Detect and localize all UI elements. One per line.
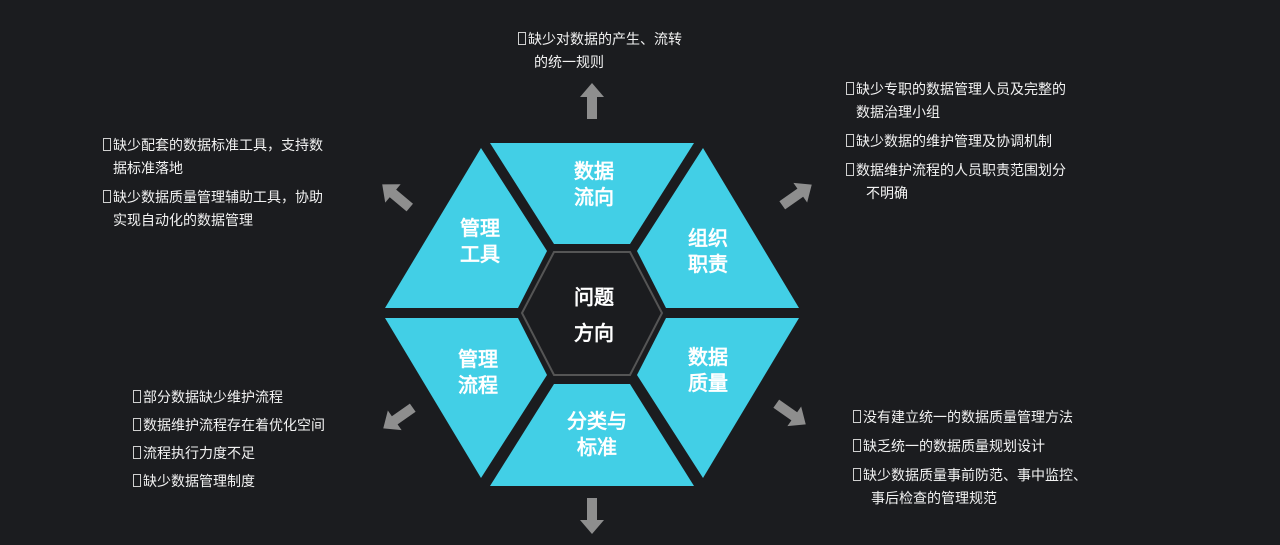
arrow-down-right-icon bbox=[773, 399, 806, 427]
note-text: 缺乏统一的数据质量规划设计 bbox=[863, 439, 1045, 455]
segment-data-quality bbox=[637, 318, 799, 478]
note-item: 缺少数据的维护管理及协调机制 bbox=[846, 131, 1066, 154]
segment-org-duty bbox=[637, 148, 799, 308]
arrow-down-icon bbox=[580, 498, 604, 534]
bullet-box-icon bbox=[133, 390, 141, 403]
notes-lower-right: 没有建立统一的数据质量管理方法 缺乏统一的数据质量规划设计 缺少数据质量事前防范… bbox=[853, 407, 1087, 517]
bullet-box-icon bbox=[103, 138, 111, 151]
bullet-box-icon bbox=[853, 410, 861, 423]
note-item: 没有建立统一的数据质量管理方法 bbox=[853, 407, 1087, 430]
arrow-down-left-icon bbox=[383, 403, 416, 431]
bullet-box-icon bbox=[103, 190, 111, 203]
note-text: 数据维护流程存在着优化空间 bbox=[143, 418, 325, 434]
segment-label: 质量 bbox=[688, 371, 728, 395]
center-label: 方向 bbox=[574, 321, 614, 345]
note-text: 流程执行力度不足 bbox=[143, 446, 255, 462]
bullet-box-icon bbox=[853, 468, 861, 481]
segment-label: 数据 bbox=[574, 159, 614, 183]
note-item: 缺少专职的数据管理人员及完整的 数据治理小组 bbox=[846, 79, 1066, 125]
arrow-up-left-icon bbox=[382, 184, 414, 212]
note-item: 缺少数据管理制度 bbox=[133, 471, 325, 494]
note-item: 流程执行力度不足 bbox=[133, 443, 325, 466]
bullet-box-icon bbox=[846, 134, 854, 147]
note-item: 缺乏统一的数据质量规划设计 bbox=[853, 436, 1087, 459]
note-text: 的统一规则 bbox=[534, 55, 604, 71]
segment-label: 分类与 bbox=[567, 409, 627, 433]
segment-data-flow bbox=[490, 143, 694, 244]
segment-label: 流程 bbox=[458, 373, 498, 397]
notes-upper-left: 缺少配套的数据标准工具，支持数 据标准落地 缺少数据质量管理辅助工具，协助 实现… bbox=[103, 135, 323, 239]
center-label: 问题 bbox=[574, 285, 615, 309]
note-text: 数据维护流程的人员职责范围划分 bbox=[856, 163, 1066, 179]
note-text: 缺少数据质量管理辅助工具，协助 bbox=[113, 190, 323, 206]
note-text: 缺少数据管理制度 bbox=[143, 474, 255, 490]
segment-label: 组织 bbox=[688, 226, 728, 250]
note-text: 缺少专职的数据管理人员及完整的 bbox=[856, 82, 1066, 98]
segment-manage-tools bbox=[385, 148, 547, 308]
segment-label: 数据 bbox=[688, 345, 728, 369]
center-hexagon bbox=[520, 251, 664, 376]
note-item: 部分数据缺少维护流程 bbox=[133, 387, 325, 410]
note-item: 缺少配套的数据标准工具，支持数 据标准落地 bbox=[103, 135, 323, 181]
note-item: 缺少对数据的产生、流转 的统一规则 bbox=[518, 29, 682, 75]
note-text: 没有建立统一的数据质量管理方法 bbox=[863, 410, 1073, 426]
segment-label: 流向 bbox=[574, 185, 614, 209]
bullet-box-icon bbox=[133, 474, 141, 487]
note-item: 缺少数据质量管理辅助工具，协助 实现自动化的数据管理 bbox=[103, 187, 323, 233]
note-item: 数据维护流程存在着优化空间 bbox=[133, 415, 325, 438]
note-item: 缺少数据质量事前防范、事中监控、 事后检查的管理规范 bbox=[853, 465, 1087, 511]
note-text: 数据治理小组 bbox=[856, 105, 940, 121]
bullet-box-icon bbox=[133, 418, 141, 431]
note-text: 事后检查的管理规范 bbox=[871, 491, 997, 507]
notes-top: 缺少对数据的产生、流转 的统一规则 bbox=[518, 29, 682, 81]
note-item: 数据维护流程的人员职责范围划分 不明确 bbox=[846, 160, 1066, 206]
notes-lower-left: 部分数据缺少维护流程 数据维护流程存在着优化空间 流程执行力度不足 缺少数据管理… bbox=[133, 387, 325, 499]
bullet-box-icon bbox=[518, 32, 526, 45]
arrow-up-right-icon bbox=[779, 182, 812, 210]
segment-label: 管理 bbox=[460, 216, 500, 240]
segment-label: 工具 bbox=[460, 242, 500, 266]
notes-upper-right: 缺少专职的数据管理人员及完整的 数据治理小组 缺少数据的维护管理及协调机制 数据… bbox=[846, 79, 1066, 212]
segment-label: 标准 bbox=[577, 435, 617, 459]
note-text: 据标准落地 bbox=[113, 161, 183, 177]
segment-label: 管理 bbox=[458, 347, 498, 371]
note-text: 缺少数据的维护管理及协调机制 bbox=[856, 134, 1052, 150]
note-text: 缺少对数据的产生、流转 bbox=[528, 32, 682, 48]
note-text: 不明确 bbox=[866, 186, 908, 202]
arrow-up-icon bbox=[580, 83, 604, 119]
segment-classify-standard bbox=[490, 384, 694, 486]
note-text: 部分数据缺少维护流程 bbox=[143, 390, 283, 406]
segment-label: 职责 bbox=[688, 252, 728, 276]
note-text: 缺少数据质量事前防范、事中监控、 bbox=[863, 468, 1087, 484]
segment-manage-process bbox=[385, 318, 547, 478]
bullet-box-icon bbox=[133, 446, 141, 459]
bullet-box-icon bbox=[853, 439, 861, 452]
bullet-box-icon bbox=[846, 82, 854, 95]
note-text: 缺少配套的数据标准工具，支持数 bbox=[113, 138, 323, 154]
bullet-box-icon bbox=[846, 163, 854, 176]
note-text: 实现自动化的数据管理 bbox=[113, 213, 253, 229]
